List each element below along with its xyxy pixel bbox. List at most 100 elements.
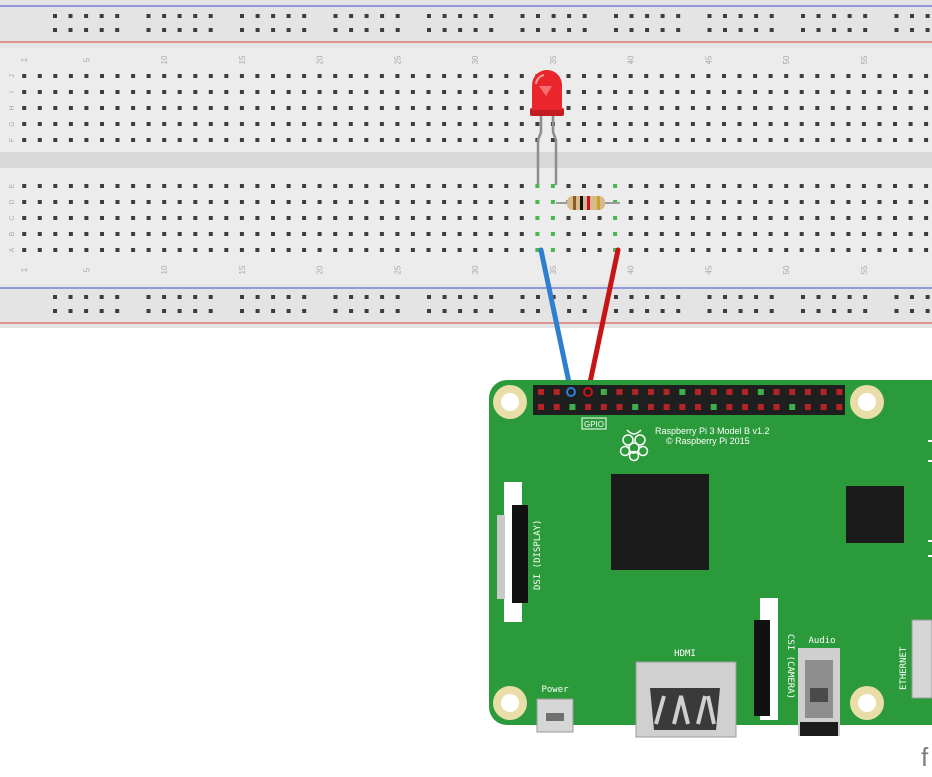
led-reflection (539, 86, 552, 96)
rail-hole (240, 309, 244, 313)
gpio-pin (616, 389, 623, 395)
top-power-rail (0, 0, 932, 48)
rail-hole (629, 309, 634, 313)
breadboard-hole (100, 216, 104, 220)
column-number: 35 (549, 55, 558, 64)
gpio-pin (569, 404, 576, 410)
breadboard-hole (286, 200, 291, 204)
breadboard-hole (784, 122, 789, 126)
rail-hole (84, 309, 89, 313)
raspberry-logo-icon (619, 429, 649, 462)
breadboard-hole (566, 138, 571, 142)
audio-jack-base (800, 722, 838, 736)
breadboard-hole (162, 90, 167, 94)
breadboard-hole (815, 232, 820, 236)
csi-connector (754, 620, 770, 716)
breadboard-hole (286, 74, 291, 78)
breadboard-hole (410, 232, 415, 236)
breadboard-hole (22, 138, 27, 142)
breadboard-hole (333, 248, 338, 252)
rail-hole (177, 14, 182, 18)
breadboard-hole (364, 232, 369, 236)
rail-hole (754, 28, 759, 32)
row-letter: J (9, 74, 16, 78)
breadboard-hole (442, 74, 447, 78)
breadboard-hole (566, 184, 571, 188)
breadboard-hole (644, 138, 649, 142)
breadboard-hole (675, 248, 680, 252)
breadboard-hole (690, 248, 695, 252)
raspberry-pi-board: GPIO Raspberry Pi 3 Model B v1.2 © Raspb… (489, 380, 932, 738)
gpio-pin (773, 404, 780, 410)
breadboard-hole (613, 184, 618, 188)
breadboard-hole (924, 122, 929, 126)
breadboard-hole (224, 248, 229, 252)
breadboard-hole (146, 200, 151, 204)
breadboard-hole (737, 74, 742, 78)
gpio-pin (663, 404, 670, 410)
breadboard-hole (722, 122, 726, 126)
breadboard-hole (488, 74, 493, 78)
breadboard-hole (644, 216, 649, 220)
breadboard-hole (286, 122, 291, 126)
rail-hole (723, 28, 727, 32)
breadboard-hole (473, 200, 478, 204)
breadboard-hole (753, 74, 758, 78)
breadboard-hole (799, 216, 804, 220)
rail-hole (240, 14, 244, 18)
breadboard-hole (737, 232, 742, 236)
rail-hole (349, 309, 354, 313)
breadboard-hole (224, 74, 229, 78)
breadboard-hole (333, 122, 338, 126)
rail-hole (582, 295, 587, 299)
breadboard-hole (317, 248, 322, 252)
breadboard-hole (566, 90, 571, 94)
breadboard-hole (893, 122, 897, 126)
breadboard-hole (379, 74, 384, 78)
rail-hole (832, 28, 837, 32)
column-number: 5 (82, 267, 91, 272)
breadboard-hole (333, 184, 338, 188)
breadboard-hole (722, 106, 726, 110)
rail-hole (645, 14, 650, 18)
breadboard-hole (22, 184, 27, 188)
rail-hole (302, 14, 307, 18)
breadboard-hole (146, 248, 151, 252)
breadboard-hole (644, 248, 649, 252)
breadboard-hole (84, 232, 89, 236)
breadboard-hole (68, 138, 73, 142)
rail-hole (458, 14, 463, 18)
breadboard-hole (519, 122, 524, 126)
rail-hole (738, 14, 743, 18)
breadboard-hole (690, 106, 695, 110)
rail-hole (520, 309, 525, 313)
audio-label: Audio (808, 636, 835, 646)
breadboard-hole (799, 184, 804, 188)
breadboard-hole (37, 138, 42, 142)
breadboard-hole (271, 138, 275, 142)
breadboard-hole (753, 122, 758, 126)
breadboard-hole (208, 90, 213, 94)
breadboard-hole (100, 184, 104, 188)
rail-hole (99, 295, 104, 299)
breadboard-hole (395, 122, 400, 126)
breadboard-hole (861, 200, 866, 204)
breadboard-hole (659, 90, 664, 94)
column-number: 40 (627, 55, 636, 64)
rail-hole (458, 28, 463, 32)
breadboard-hole (799, 74, 804, 78)
gpio-pin (538, 389, 544, 395)
breadboard-hole (177, 232, 182, 236)
breadboard-hole (846, 200, 851, 204)
breadboard-hole (193, 232, 198, 236)
breadboard-hole (410, 106, 415, 110)
breadboard-hole (768, 122, 773, 126)
breadboard-hole (628, 216, 633, 220)
breadboard-hole (37, 184, 42, 188)
breadboard-hole (675, 122, 680, 126)
rail-hole (816, 28, 821, 32)
breadboard-hole (473, 122, 478, 126)
breadboard-hole (426, 106, 431, 110)
rail-hole (255, 28, 260, 32)
breadboard-hole (582, 184, 586, 188)
